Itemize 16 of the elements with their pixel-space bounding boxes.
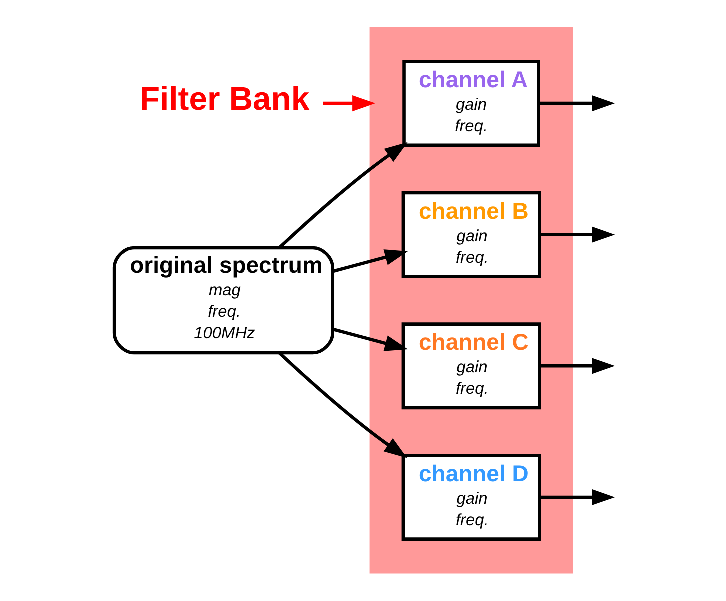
arrow (278, 142, 408, 250)
arrow (278, 352, 408, 458)
node-box: original spectrum mag freq. 100MHz (112, 246, 334, 355)
node-text: Filter Bank (140, 80, 310, 118)
arrow (332, 328, 408, 352)
cluster (370, 27, 574, 574)
arrow (323, 95, 376, 112)
node-box: channel D gain freq. (402, 454, 542, 541)
arrow (539, 95, 616, 112)
node-box: channel A gain freq. (402, 60, 540, 148)
node-box: channel C gain freq. (402, 322, 542, 410)
arrow (540, 226, 616, 243)
arrow (540, 489, 616, 506)
node-box: channel B gain freq. (402, 191, 542, 278)
arrow (332, 250, 408, 274)
arrow (540, 358, 616, 374)
